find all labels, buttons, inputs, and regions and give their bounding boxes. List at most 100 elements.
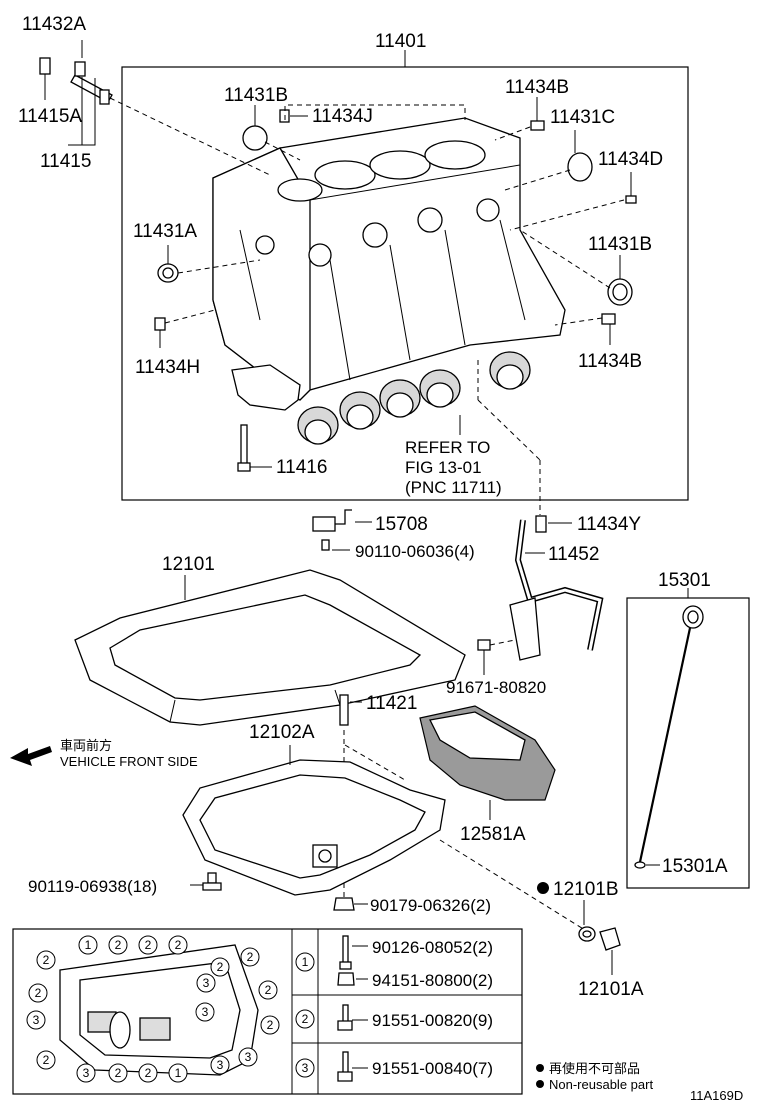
oil-pan-no1 <box>74 569 466 726</box>
legend-row-num: 3 <box>302 1061 309 1075</box>
legend-row-2: 2 <box>295 1009 315 1029</box>
gasket-position-number: 2 <box>265 983 272 997</box>
vehicle-front-label: VEHICLE FRONT SIDE <box>60 754 198 769</box>
oil-level-gauge-15301 <box>634 605 704 869</box>
gasket-position-number: 3 <box>33 1013 40 1027</box>
gasket-position-number: 2 <box>43 1053 50 1067</box>
legend-row-num: 1 <box>302 955 309 969</box>
note-jp: 再使用不可部品 <box>549 1061 640 1076</box>
gasket-position-circle <box>168 935 188 955</box>
gasket-position-circle <box>26 1010 46 1030</box>
gasket-position-circle <box>195 1002 215 1022</box>
gasket-position-circle <box>36 950 56 970</box>
gasket-position-number: 3 <box>217 1058 224 1072</box>
gasket-position-circle <box>108 935 128 955</box>
gasket-position-circle <box>138 1063 158 1083</box>
gasket-position-number: 2 <box>247 950 254 964</box>
gasket-position-number: 2 <box>43 953 50 967</box>
oil-level-gauge-guide-11452 <box>477 515 604 675</box>
block-leaders <box>164 104 625 515</box>
part-label: 90119-06938(18) <box>28 877 157 896</box>
gasket-position-circle <box>28 983 48 1003</box>
part-label: 11431C <box>550 107 615 128</box>
part-label: 11401 <box>375 31 426 52</box>
part-label: 11416 <box>276 457 327 478</box>
gasket-position-circle <box>168 1063 188 1083</box>
gasket-position-circle <box>260 1015 280 1035</box>
part-label: 11431B <box>224 85 288 106</box>
part-label: 11431B <box>588 234 652 255</box>
oil-pan-no2 <box>182 744 586 931</box>
part-label: 11434B <box>505 77 569 98</box>
part-label: 15301 <box>658 570 711 591</box>
part-label: 12101B <box>553 879 619 900</box>
part-label: 11434B <box>578 351 642 372</box>
refer-note-line3: (PNC 11711) <box>405 478 502 497</box>
part-label: 12101 <box>162 554 215 575</box>
sensor-15708 <box>312 509 372 551</box>
gasket-position-circle <box>76 1063 96 1083</box>
main-bearings <box>297 351 531 445</box>
part-label: 11434H <box>135 357 200 378</box>
bullet-icon <box>536 1080 544 1088</box>
part-label: 11415 <box>40 151 91 172</box>
part-label: 11421 <box>366 693 417 714</box>
gasket-position-circle <box>36 1050 56 1070</box>
gasket-position-number: 3 <box>203 976 210 990</box>
gasket-position-number: 2 <box>145 1066 152 1080</box>
refer-note-line1: REFER TO <box>405 438 490 457</box>
gasket-position-circle <box>258 980 278 1000</box>
part-label: 12102A <box>249 722 315 743</box>
bullet-icon <box>536 1064 544 1072</box>
part-label: 15708 <box>375 514 428 535</box>
gasket-position-number: 1 <box>85 938 92 952</box>
gasket-position-number: 2 <box>115 1066 122 1080</box>
gasket-position-number: 2 <box>115 938 122 952</box>
legend-row-num: 2 <box>302 1012 309 1026</box>
legend-part: 90126-08052(2) <box>372 938 493 957</box>
part-label: 11432A <box>22 14 86 35</box>
diagram-id: 11A169D <box>690 1088 743 1103</box>
part-label: 91671-80820 <box>446 678 546 697</box>
note-en: Non-reusable part <box>549 1077 653 1092</box>
part-label: 11415A <box>18 106 82 127</box>
part-label: 12101A <box>578 979 644 1000</box>
gasket-position-circle <box>196 973 216 993</box>
vehicle-front-label-jp: 車両前方 <box>60 738 112 753</box>
part-label: 90110-06036(4) <box>355 542 475 561</box>
gasket-position-circle <box>240 947 260 967</box>
part-label: 11431A <box>133 221 197 242</box>
gasket-position-number: 1 <box>175 1066 182 1080</box>
part-label: 11434D <box>598 149 663 170</box>
vehicle-front-arrow <box>10 746 52 766</box>
top-leaders <box>44 40 632 468</box>
refer-note-line2: FIG 13-01 <box>405 458 482 477</box>
legend-row-3: 3 <box>295 1058 315 1078</box>
oil-baffle-12581A <box>419 705 556 820</box>
part-label: 12581A <box>460 824 526 845</box>
gasket-position-number: 3 <box>83 1066 90 1080</box>
gasket-position-circle <box>78 935 98 955</box>
gasket-position-number: 2 <box>217 960 224 974</box>
gasket-position-circle <box>238 1047 258 1067</box>
legend-part: 91551-00840(7) <box>372 1059 493 1078</box>
legend-part: 91551-00820(9) <box>372 1011 493 1030</box>
gasket-position-number: 2 <box>35 986 42 1000</box>
part-label: 11434J <box>312 106 373 127</box>
gasket-position-number: 2 <box>145 938 152 952</box>
gasket-position-number: 3 <box>245 1050 252 1064</box>
legend-part: 94151-80800(2) <box>372 971 493 990</box>
legend-row-1: 1 <box>295 952 315 972</box>
cylinder-block <box>212 117 566 411</box>
gasket-position-number: 3 <box>202 1005 209 1019</box>
part-label: 15301A <box>662 856 728 877</box>
part-label: 11452 <box>548 544 599 565</box>
gasket-position-circle <box>210 1055 230 1075</box>
gasket-position-circle <box>108 1063 128 1083</box>
gasket-position-circle <box>138 935 158 955</box>
gasket-position-circle <box>210 957 230 977</box>
drain-plug <box>537 882 621 975</box>
gasket-position-number: 2 <box>175 938 182 952</box>
